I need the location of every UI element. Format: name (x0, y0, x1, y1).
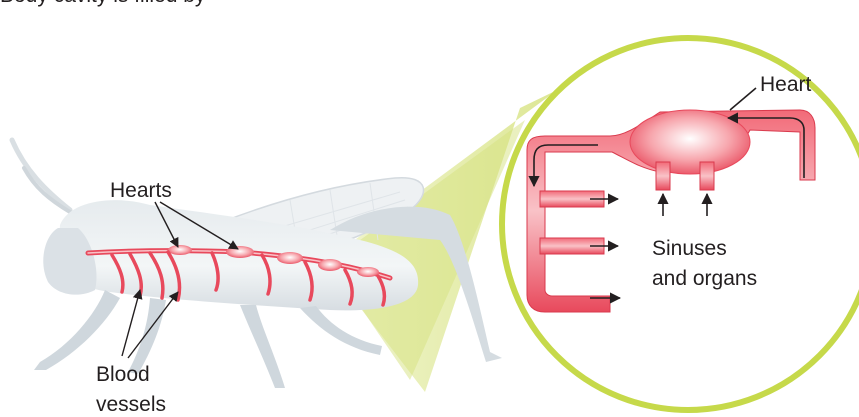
heart-chamber (277, 252, 303, 264)
magnified-heart (630, 110, 750, 174)
heart-chamber (226, 246, 254, 258)
heart-chamber (168, 245, 192, 255)
blood-vessels-label-line1: Blood (96, 362, 150, 387)
heart-chamber (357, 267, 379, 277)
heart-chamber (318, 259, 342, 271)
sinuses-label-line2: and organs (652, 266, 757, 291)
sinuses-label-line1: Sinuses (652, 236, 727, 261)
ostium (700, 162, 714, 190)
blood-vessels-label-line2: vessels (96, 392, 166, 417)
heart-label: Heart (760, 72, 811, 97)
ostium (656, 162, 670, 190)
hearts-label: Hearts (110, 178, 172, 203)
